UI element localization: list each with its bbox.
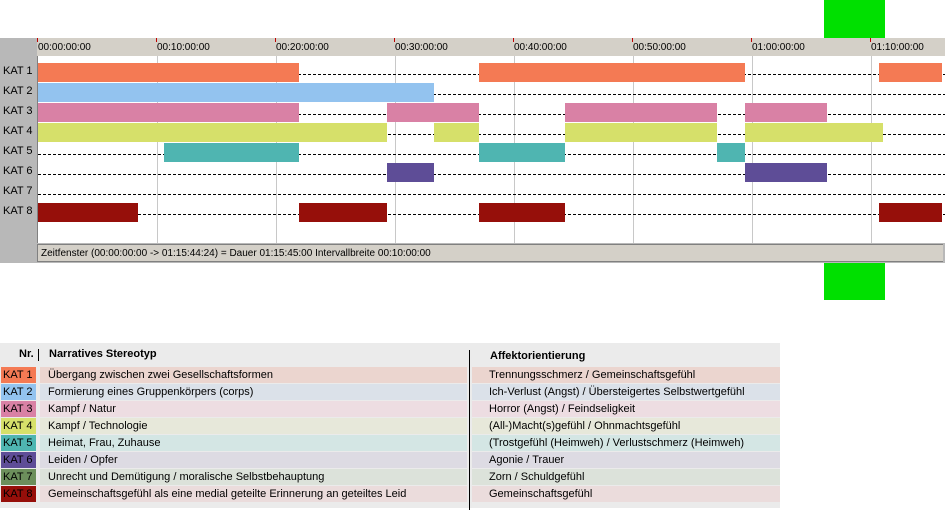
- legend-stereotyp: Heimat, Frau, Zuhause: [48, 437, 161, 449]
- ruler-tick-label: 00:30:00:00: [395, 42, 448, 53]
- segment-bar[interactable]: [879, 63, 943, 82]
- legend-stereotyp: Unrecht und Demütigung / moralische Selb…: [48, 471, 325, 483]
- ruler-tick-mark: [394, 38, 395, 42]
- legend-row: KAT 5 Heimat, Frau, Zuhause (Trostgefühl (…: [0, 435, 780, 452]
- segment-bar[interactable]: [38, 103, 299, 122]
- legend-stereotyp: Kampf / Technologie: [48, 420, 148, 432]
- row-baseline: [38, 114, 945, 115]
- legend-affekt: Zorn / Schuldgefühl: [489, 471, 585, 483]
- green-marker-bottom: [824, 263, 885, 300]
- legend-stereotyp: Gemeinschaftsgefühl als eine medial gete…: [48, 488, 407, 500]
- green-marker-top: [824, 0, 885, 38]
- grid-line: [157, 56, 158, 243]
- ruler-tick-label: 00:00:00:00: [38, 42, 91, 53]
- time-ruler[interactable]: 00:00:00:00 00:10:00:00 00:20:00:00 00:30:0…: [37, 38, 945, 57]
- ruler-tick-label: 00:20:00:00: [276, 42, 329, 53]
- segment-bar[interactable]: [38, 63, 299, 82]
- ruler-tick-mark: [275, 38, 276, 42]
- ruler-tick-mark: [632, 38, 633, 42]
- grid-line: [871, 56, 872, 243]
- ruler-tick-mark: [513, 38, 514, 42]
- segment-bar[interactable]: [164, 143, 299, 162]
- timeline-panel: 00:00:00:00 00:10:00:00 00:20:00:00 00:30:0…: [0, 38, 945, 263]
- legend-row: KAT 3 Kampf / Natur Horror (Angst) / Feind…: [0, 401, 780, 418]
- grid-line: [633, 56, 634, 243]
- legend-header-affekt: Affektorientierung: [490, 350, 586, 362]
- row-label: KAT 4: [3, 125, 33, 137]
- segment-bar[interactable]: [744, 123, 883, 142]
- status-bar: Zeitfenster (00:00:00:00 -> 01:15:44:24)…: [37, 244, 943, 262]
- timeline-track[interactable]: [37, 56, 945, 243]
- row-label: KAT 1: [3, 65, 33, 77]
- legend-row: KAT 7 Unrecht und Demütigung / moralische…: [0, 469, 780, 486]
- ruler-tick-label: 01:00:00:00: [752, 42, 805, 53]
- legend-row: KAT 4 Kampf / Technologie (All-)Macht(s)ge…: [0, 418, 780, 435]
- segment-bar[interactable]: [38, 203, 138, 222]
- row-baseline: [38, 174, 945, 175]
- legend-divider-nr: [38, 349, 39, 361]
- ruler-tick-mark: [751, 38, 752, 42]
- grid-line: [395, 56, 396, 243]
- row-baseline: [38, 134, 945, 135]
- ruler-tick-label: 01:10:00:00: [871, 42, 924, 53]
- row-label: KAT 7: [3, 185, 33, 197]
- legend-stereotyp: Kampf / Natur: [48, 403, 116, 415]
- legend-affekt: (Trostgefühl (Heimweh) / Verlustschmerz …: [489, 437, 745, 449]
- ruler-tick-mark: [870, 38, 871, 42]
- segment-bar[interactable]: [565, 103, 718, 122]
- segment-bar[interactable]: [298, 203, 387, 222]
- ruler-tick-mark: [37, 38, 38, 42]
- legend-affekt: Agonie / Trauer: [489, 454, 565, 466]
- ruler-tick-label: 00:50:00:00: [633, 42, 686, 53]
- legend-affekt: Trennungsschmerz / Gemeinschaftsgefühl: [489, 369, 696, 381]
- legend-category-swatch: KAT 3: [1, 401, 36, 417]
- legend-category-swatch: KAT 5: [1, 435, 36, 451]
- row-label: KAT 8: [3, 205, 33, 217]
- segment-bar[interactable]: [479, 203, 566, 222]
- legend-stereotyp: Übergang zwischen zwei Gesellschaftsform…: [48, 369, 273, 381]
- legend-stereotyp: Leiden / Opfer: [48, 454, 118, 466]
- ruler-tick-label: 00:40:00:00: [514, 42, 567, 53]
- segment-bar[interactable]: [744, 163, 827, 182]
- legend-row: KAT 2 Formierung eines Gruppenkörpers (co…: [0, 384, 780, 401]
- segment-bar[interactable]: [479, 143, 566, 162]
- row-label: KAT 3: [3, 105, 33, 117]
- row-label: KAT 5: [3, 145, 33, 157]
- legend-category-swatch: KAT 6: [1, 452, 36, 468]
- segment-bar[interactable]: [744, 103, 827, 122]
- legend-category-swatch: KAT 8: [1, 486, 36, 502]
- segment-bar[interactable]: [38, 83, 435, 102]
- legend-category-swatch: KAT 1: [1, 367, 36, 383]
- segment-bar[interactable]: [879, 203, 943, 222]
- row-label: KAT 6: [3, 165, 33, 177]
- legend-affekt: Horror (Angst) / Feindseligkeit: [489, 403, 636, 415]
- segment-bar[interactable]: [479, 63, 745, 82]
- legend-category-swatch: KAT 4: [1, 418, 36, 434]
- segment-bar[interactable]: [717, 143, 745, 162]
- legend-row: KAT 8 Gemeinschaftsgefühl als eine medial…: [0, 486, 780, 503]
- legend-category-swatch: KAT 7: [1, 469, 36, 485]
- legend-affekt: Gemeinschaftsgefühl: [489, 488, 593, 500]
- ruler-tick-label: 00:10:00:00: [157, 42, 210, 53]
- ruler-tick-mark: [156, 38, 157, 42]
- row-baseline: [38, 194, 945, 195]
- row-label: KAT 2: [3, 85, 33, 97]
- legend-table: Nr. Narratives Stereotyp Affektorientier…: [0, 343, 780, 510]
- segment-bar[interactable]: [434, 123, 480, 142]
- legend-affekt: Ich-Verlust (Angst) / Übersteigertes Sel…: [489, 386, 745, 398]
- legend-row: KAT 1 Übergang zwischen zwei Gesellschaft…: [0, 367, 780, 384]
- segment-bar[interactable]: [38, 123, 387, 142]
- legend-divider-columns: [469, 350, 470, 510]
- row-baseline: [38, 94, 945, 95]
- legend-category-swatch: KAT 2: [1, 384, 36, 400]
- legend-header-nr: Nr.: [19, 348, 34, 360]
- grid-line: [752, 56, 753, 243]
- segment-bar[interactable]: [565, 123, 718, 142]
- segment-bar[interactable]: [386, 103, 480, 122]
- legend-affekt: (All-)Macht(s)gefühl / Ohnmachtsgefühl: [489, 420, 681, 432]
- segment-bar[interactable]: [386, 163, 435, 182]
- legend-header-stereotyp: Narratives Stereotyp: [49, 348, 157, 360]
- legend-row: KAT 6 Leiden / Opfer Agonie / Trauer: [0, 452, 780, 469]
- legend-stereotyp: Formierung eines Gruppenkörpers (corps): [48, 386, 254, 398]
